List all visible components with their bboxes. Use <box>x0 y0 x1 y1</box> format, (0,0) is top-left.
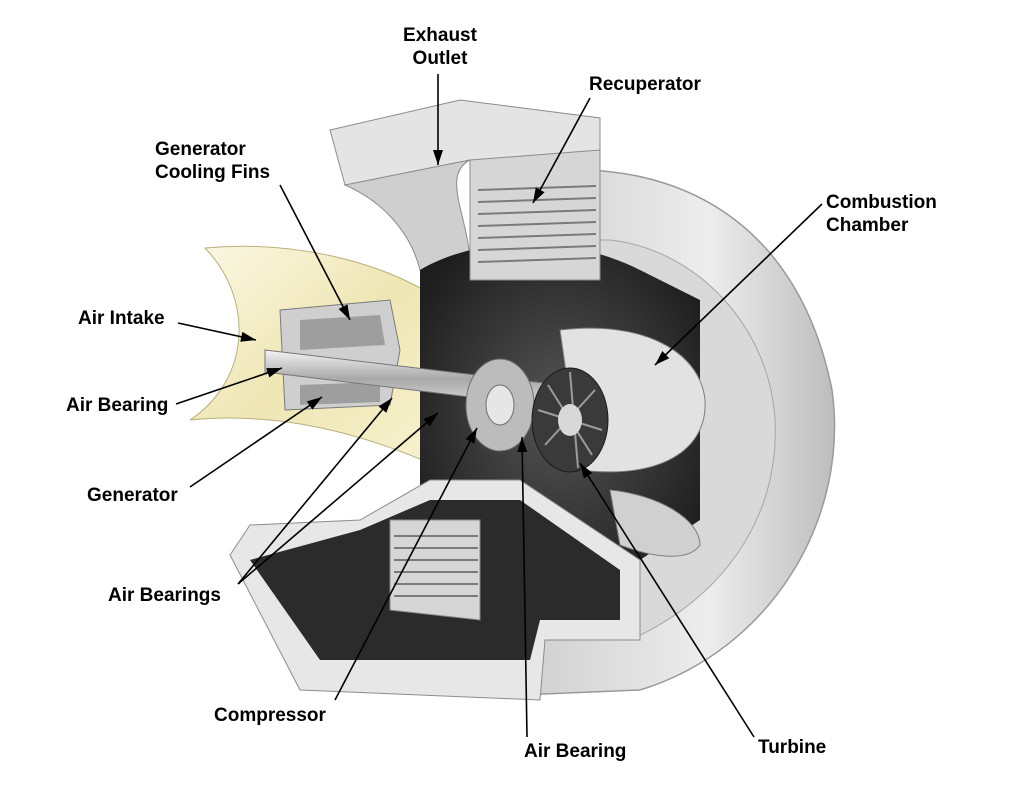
label-recuperator: Recuperator <box>589 74 701 95</box>
leader-recuperator <box>532 97 591 204</box>
leader-air-bearings-1-arrowhead <box>378 398 392 413</box>
label-air-intake: Air Intake <box>78 308 165 329</box>
leader-air-bearing-bottom-arrowhead <box>517 437 528 453</box>
label-combustion-chamber-line1: Combustion <box>826 192 937 213</box>
recuperator-lower <box>389 519 481 621</box>
leader-air-bearing-bottom <box>521 436 528 738</box>
leader-turbine-arrowhead <box>580 463 593 479</box>
label-combustion-chamber-line2: Chamber <box>826 215 909 236</box>
leader-air-intake-arrowhead <box>240 331 256 342</box>
leader-compressor-arrowhead <box>465 428 477 444</box>
leader-combustion-chamber <box>654 203 823 366</box>
leader-generator <box>189 396 323 488</box>
recuperator-upper <box>469 149 601 281</box>
leader-generator-cooling-fins <box>279 184 351 321</box>
label-generator-cooling-fins-line1: Generator <box>155 139 246 160</box>
leader-combustion-chamber-arrowhead <box>655 350 670 365</box>
leader-exhaust-outlet-arrowhead <box>433 150 443 165</box>
leader-generator-arrowhead <box>306 397 322 410</box>
label-turbine: Turbine <box>758 737 827 758</box>
leader-air-bearings-1 <box>237 397 393 585</box>
leader-air-bearings-2 <box>237 412 439 585</box>
leader-air-bearing-left <box>175 367 283 405</box>
label-generator: Generator <box>87 485 178 506</box>
leader-lines <box>175 74 823 738</box>
leader-recuperator-arrowhead <box>533 187 545 203</box>
label-exhaust-outlet-line2: Outlet <box>412 48 468 69</box>
label-air-bearing-left: Air Bearing <box>66 395 169 416</box>
leader-air-bearing-left-arrowhead <box>266 368 282 378</box>
leader-air-bearings-2-arrowhead <box>423 413 438 427</box>
label-air-bearing-bottom: Air Bearing <box>524 741 627 762</box>
leader-compressor <box>334 427 478 701</box>
label-compressor: Compressor <box>214 705 326 726</box>
compressor-wheel <box>465 358 535 452</box>
label-exhaust-outlet-line1: Exhaust <box>403 25 477 46</box>
label-generator-cooling-fins-line2: Cooling Fins <box>155 162 271 183</box>
turbine-wheel <box>531 367 609 473</box>
leader-turbine <box>579 462 755 738</box>
leader-generator-cooling-fins-arrowhead <box>338 304 350 320</box>
label-air-bearings: Air Bearings <box>108 585 221 606</box>
